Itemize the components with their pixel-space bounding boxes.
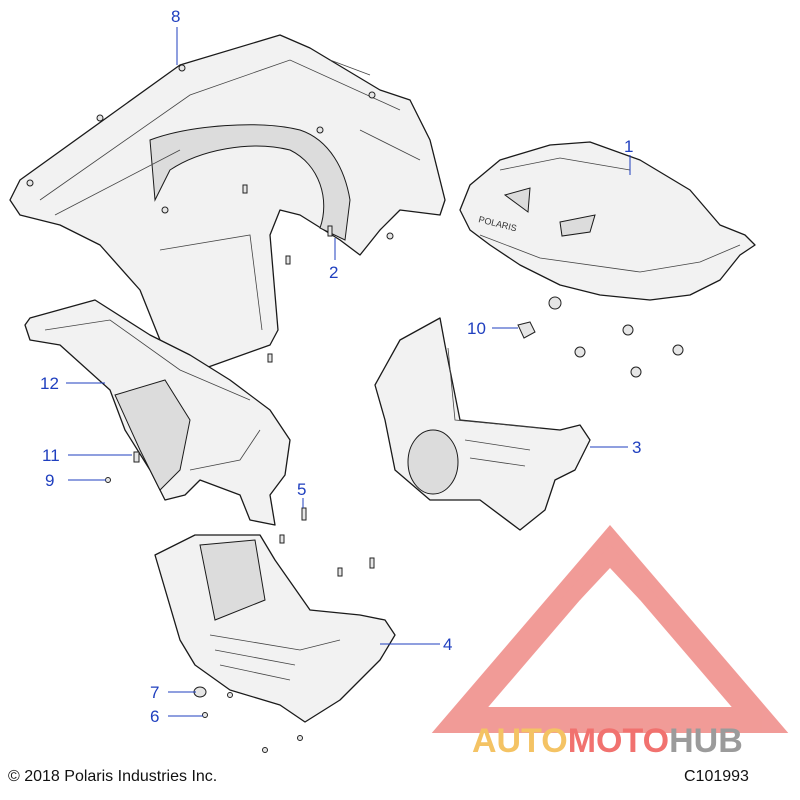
callout-10: 10	[467, 319, 486, 338]
copyright-text: © 2018 Polaris Industries Inc.	[8, 768, 217, 785]
callout-8: 8	[171, 7, 180, 26]
fastener-hardware	[105, 184, 684, 753]
diagram-code: C101993	[684, 768, 749, 785]
rear-fender-part	[9, 34, 446, 371]
callout-4: 4	[443, 635, 452, 654]
callout-leaders	[66, 27, 631, 717]
callout-9: 9	[45, 471, 54, 490]
watermark-auto: AUTO	[472, 722, 568, 760]
callout-1: 1	[624, 137, 633, 156]
callout-11: 11	[42, 446, 60, 465]
callout-2: 2	[329, 263, 338, 282]
callout-12: 12	[40, 374, 59, 393]
lower-footwell-part	[154, 534, 396, 723]
left-footwell-panel-part	[24, 299, 291, 526]
callout-5: 5	[297, 480, 306, 499]
right-footwell-part	[374, 317, 591, 531]
automotohub-watermark-logo: AUTOMOTOHUB	[431, 525, 789, 760]
seat-part: POLARIS	[459, 141, 756, 310]
callout-7: 7	[150, 683, 159, 702]
watermark-hub: HUB	[669, 722, 743, 760]
callout-6: 6	[150, 707, 159, 726]
watermark-moto: MOTO	[568, 722, 669, 760]
svg-text:AUTOMOTOHUB: AUTOMOTOHUB	[472, 722, 743, 760]
callout-3: 3	[632, 438, 641, 457]
callout-labels: 1 2 3 4 5 6 7 8 9 10 11 12	[40, 7, 641, 726]
